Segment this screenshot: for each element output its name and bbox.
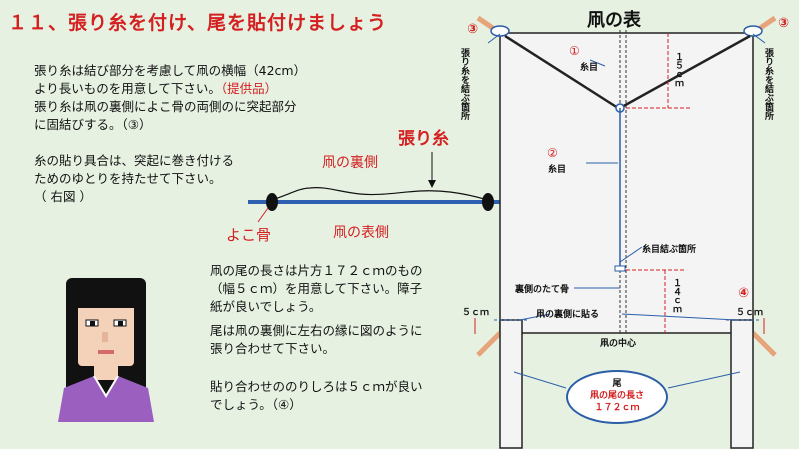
provided-item-note: （提供品） xyxy=(220,81,278,96)
nose xyxy=(102,332,108,342)
instruction-block-5: 貼り合わせののりしろは５ｃｍが良い でしょう。（④） xyxy=(210,378,423,414)
instruction-line: 張り糸は凧の裏側によこ骨の両側のに突起部分 xyxy=(34,99,297,114)
marker-3-left: ③ xyxy=(467,22,479,37)
knot-marker xyxy=(614,265,626,272)
tail-right xyxy=(730,319,754,449)
front-side-label: 凧の表側 xyxy=(333,225,389,241)
pointer-attach-right xyxy=(621,313,737,321)
marker-4: ④ xyxy=(738,286,750,301)
kite-center-label: 凧の中心 xyxy=(600,339,637,349)
pointer-tail-left xyxy=(513,371,567,389)
bridle-left xyxy=(504,34,619,110)
itome-label-2: 糸目 xyxy=(548,165,567,175)
instruction-line: 糸の貼り具合は、突起に巻き付ける xyxy=(34,153,235,168)
spar-pointer xyxy=(257,207,269,223)
spar-label: よこ骨 xyxy=(226,226,272,244)
instruction-line: ためのゆとりを持たせて下さい。 xyxy=(34,171,222,186)
bangs xyxy=(78,294,134,308)
pointer-attach-left xyxy=(519,313,551,321)
instruction-line: 張り糸は結び部分を考慮して凧の横幅（42cm） xyxy=(34,63,307,78)
tie-point-note-right: 張り糸を結ぶ箇所 xyxy=(763,48,773,120)
instruction-block-4: 尾は凧の裏側に左右の縁に図のように 張り合わせて下さい。 xyxy=(210,322,423,358)
shirt xyxy=(58,376,154,422)
knot-label: 糸目結ぶ箇所 xyxy=(642,245,697,255)
marker-1: ① xyxy=(569,44,580,58)
instruction-line: 尾は凧の裏側に左右の縁に図のように xyxy=(210,323,423,338)
instruction-line: 紙が良いでしょう。 xyxy=(210,299,322,314)
pointer-itome1 xyxy=(589,59,606,67)
dim-14-label: １４ｃｍ xyxy=(671,278,681,314)
bridle-right xyxy=(619,34,751,110)
tail-label: 尾 xyxy=(612,379,622,389)
page-title: １１、張り糸を付け、尾を貼付けましょう xyxy=(8,12,388,34)
mouth xyxy=(98,350,114,354)
tail-left xyxy=(499,319,523,449)
tie-point-note-left: 張り糸を結ぶ箇所 xyxy=(459,48,469,120)
spar-end-bl xyxy=(476,331,502,357)
tail-length-value: １７２ｃｍ xyxy=(594,403,640,413)
pointer-knot xyxy=(619,246,643,263)
tie-point-left xyxy=(490,25,510,37)
string-curve xyxy=(271,187,489,201)
instruction-block-2: 糸の貼り具合は、突起に巻き付ける ためのゆとりを持たせて下さい。 （ 右図 ） xyxy=(34,152,234,206)
instruction-line: より長いものを用意して下さい。（提供品） xyxy=(34,81,278,96)
instruction-block-1: 張り糸は結び部分を考慮して凧の横幅（42cm） より長いものを用意して下さい。（… xyxy=(34,62,306,134)
pointer-left-note xyxy=(487,33,501,44)
itome-label-1: 糸目 xyxy=(580,63,599,73)
avatar xyxy=(58,278,154,422)
spar-end-left xyxy=(266,193,278,211)
instruction-line: に固結びする。（③） xyxy=(34,117,152,132)
attach-back-label: 凧の裏側に貼る xyxy=(536,310,600,320)
instruction-line: 張り合わせて下さい。 xyxy=(210,341,336,356)
tail-length-label: 凧の尾の長さ xyxy=(589,391,644,401)
spar-end-right xyxy=(482,193,494,211)
instruction-line: でしょう。（④） xyxy=(210,397,302,412)
instruction-block-3: 凧の尾の長さは片方１７２ｃｍのもの （幅５ｃｍ）を用意して下さい。障子 紙が良い… xyxy=(210,262,423,316)
instruction-line: （幅５ｃｍ）を用意して下さい。障子 xyxy=(210,281,423,296)
instruction-line: （ 右図 ） xyxy=(34,189,92,204)
tail-margin-right-label: ５ｃｍ xyxy=(736,308,764,318)
instruction-line: 貼り合わせののりしろは５ｃｍが良い xyxy=(210,379,423,394)
vertical-spar-label: 裏側のたて骨 xyxy=(515,285,570,295)
spar-end-br xyxy=(751,331,777,357)
pointer-right-note xyxy=(752,33,766,44)
tail-length-callout: 尾 凧の尾の長さ １７２ｃｍ xyxy=(566,370,668,424)
back-side-label: 凧の裏側 xyxy=(322,155,378,171)
dim-15-label: １５ｃｍ xyxy=(673,52,683,88)
string-label: 張り糸 xyxy=(398,129,449,149)
kite-front-title: 凧の表 xyxy=(587,10,641,31)
tail-margin-left-label: ５ｃｍ xyxy=(462,308,490,318)
instruction-line: 凧の尾の長さは片方１７２ｃｍのもの xyxy=(210,263,423,278)
marker-2: ② xyxy=(547,146,558,160)
tie-point-right xyxy=(743,25,763,37)
neck xyxy=(94,366,118,380)
arrow-head xyxy=(428,180,436,188)
pointer-tail-right xyxy=(667,371,741,389)
marker-3-right: ③ xyxy=(778,16,790,31)
